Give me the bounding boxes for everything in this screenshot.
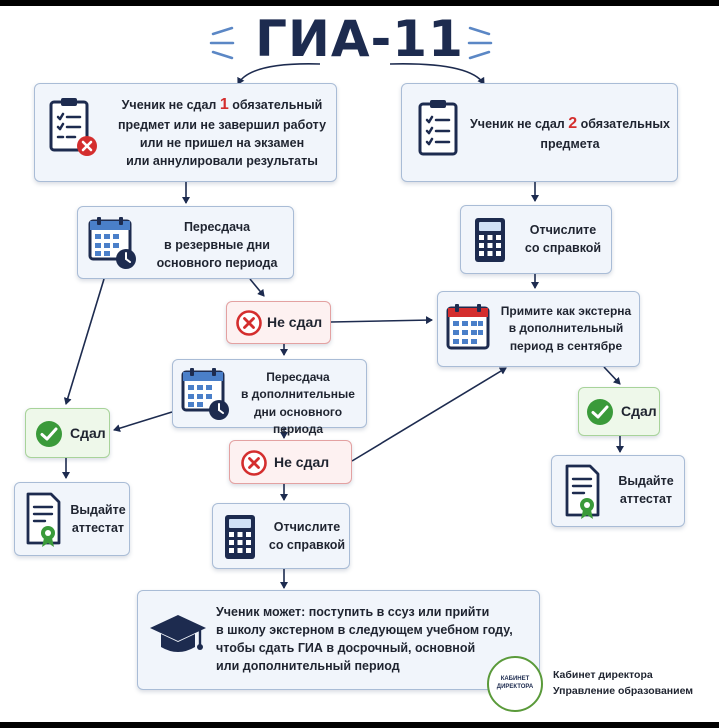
certificate-left-line1: Выдайте <box>70 503 126 517</box>
failed-box-1: Не сдал <box>226 301 331 344</box>
top-frame-bar <box>0 0 719 6</box>
calculator-icon <box>475 218 505 262</box>
title-decoration-right <box>467 26 493 60</box>
expel-text-right: Отчислите со справкой <box>517 221 609 257</box>
brand-logo-line1: КАБИНЕТ <box>500 676 530 682</box>
cross-circle-icon <box>236 310 262 336</box>
arrow-failed1-to-external <box>330 316 433 325</box>
retake1-line2: в резервные дни <box>164 238 270 253</box>
failed-label-1: Не сдал <box>267 314 323 330</box>
cross-circle-icon <box>241 450 267 476</box>
expel-box-left: Отчислите со справкой <box>212 503 350 569</box>
certificate-icon <box>565 464 600 519</box>
certificate-left-line2: аттестат <box>71 521 125 536</box>
retake2-line1: Пересдача <box>266 370 330 384</box>
retake-additional-days-text: Пересдача в дополнительные дни основного… <box>231 369 365 439</box>
final-line2: в школу экстерном в следующем учебном го… <box>216 623 513 638</box>
right-start-text: Ученик не сдал 2 обязательных предмета <box>466 112 674 153</box>
retake1-line3: основного периода <box>156 256 278 271</box>
left-start-text: Ученик не сдал 1 обязательный предмет ил… <box>111 93 333 171</box>
failed-box-2: Не сдал <box>229 440 352 484</box>
final-line1: Ученик может: поступить в ссуз или прийт… <box>216 605 490 619</box>
brand-line2: Управление образованием <box>553 684 694 697</box>
calendar-icon <box>446 304 490 350</box>
external-september-text: Примите как экстерна в дополнительный пе… <box>494 303 638 355</box>
clipboard-icon <box>49 98 97 156</box>
retake2-line3: дни основного периода <box>253 404 343 437</box>
certificate-box-left: Выдайте аттестат <box>14 482 130 556</box>
external-line3: период в сентябре <box>509 338 623 353</box>
brand-line1: Кабинет директора <box>553 669 653 681</box>
final-line4: или дополнительный период <box>216 659 400 674</box>
final-outcome-box: Ученик может: поступить в ссуз или прийт… <box>137 590 540 690</box>
calendar-icon <box>181 368 229 420</box>
bottom-frame-bar <box>0 722 719 728</box>
brand-text: Кабинет директора Управление образование… <box>553 668 693 700</box>
final-line3: чтобы сдать ГИА в досрочный, основной <box>216 641 476 656</box>
certificate-text-left: Выдайте аттестат <box>67 501 129 537</box>
expel-right-line1: Отчислите <box>529 223 597 237</box>
passed-box-right: Сдал <box>578 387 660 436</box>
title-decoration-left <box>209 26 235 60</box>
retake-reserve-days-box: Пересдача в резервные дни основного пери… <box>77 206 294 279</box>
right-start-text-part2: обязательных <box>577 117 670 131</box>
retake2-line2: в дополнительные <box>241 387 355 402</box>
expel-right-line2: со справкой <box>524 241 602 256</box>
brand-logo-text: КАБИНЕТ ДИРЕКТОРА <box>489 676 541 691</box>
expel-text-left: Отчислите со справкой <box>265 518 349 554</box>
check-circle-icon <box>587 399 613 425</box>
brand-logo-line2: ДИРЕКТОРА <box>496 683 534 690</box>
external-line1: Примите как экстерна <box>500 304 632 318</box>
arrow-external-to-passed <box>603 366 621 385</box>
external-september-box: Примите как экстерна в дополнительный пе… <box>437 291 640 367</box>
retake-additional-days-box: Пересдача в дополнительные дни основного… <box>172 359 367 436</box>
arrow-failed2-to-external <box>351 367 507 462</box>
passed-label-right: Сдал <box>621 403 657 419</box>
graduation-cap-icon <box>150 615 206 652</box>
final-outcome-text: Ученик может: поступить в ссуз или прийт… <box>216 603 536 676</box>
right-start-box: Ученик не сдал 2 обязательных предмета <box>401 83 678 182</box>
certificate-right-line2: аттестат <box>619 492 673 507</box>
left-start-line2: предмет или не завершил работу <box>117 118 327 133</box>
calendar-icon <box>88 217 136 269</box>
retake-reserve-days-text: Пересдача в резервные дни основного пери… <box>142 218 292 272</box>
expel-left-line1: Отчислите <box>273 520 341 534</box>
clipboard-icon <box>418 100 458 156</box>
brand-logo: КАБИНЕТ ДИРЕКТОРА <box>487 656 543 712</box>
left-start-text-part1: Ученик не сдал <box>121 98 220 112</box>
right-start-line2: предмета <box>540 137 600 152</box>
left-start-number: 1 <box>219 96 229 113</box>
right-start-number: 2 <box>568 115 578 132</box>
expel-box-right: Отчислите со справкой <box>460 205 612 274</box>
left-start-line4: или аннулировали результаты <box>126 154 318 169</box>
arrow-title-right <box>389 63 485 85</box>
left-start-box: Ученик не сдал 1 обязательный предмет ил… <box>34 83 337 182</box>
arrow-title-left <box>237 63 321 85</box>
certificate-right-line1: Выдайте <box>618 474 674 488</box>
retake1-line1: Пересдача <box>183 220 251 234</box>
certificate-text-right: Выдайте аттестат <box>610 472 682 508</box>
right-start-text-part1: Ученик не сдал <box>470 117 569 131</box>
external-line2: в дополнительный <box>508 321 624 336</box>
failed-label-2: Не сдал <box>274 454 330 470</box>
left-start-text-part2: обязательный <box>228 98 323 112</box>
certificate-box-right: Выдайте аттестат <box>551 455 685 527</box>
passed-box-left: Сдал <box>25 408 110 458</box>
arrow-retake2-to-passed <box>113 411 173 433</box>
check-circle-icon <box>36 421 62 447</box>
certificate-icon <box>26 492 61 547</box>
left-start-line3: или не пришел на экзамен <box>139 136 305 151</box>
arrow-retake1-to-failed1 <box>249 278 265 297</box>
expel-left-line2: со справкой <box>268 538 346 553</box>
page-title: ГИА-11 <box>255 10 464 68</box>
calculator-icon <box>225 515 255 559</box>
passed-label-left: Сдал <box>70 425 106 441</box>
arrow-retake1-to-passed <box>63 278 105 405</box>
